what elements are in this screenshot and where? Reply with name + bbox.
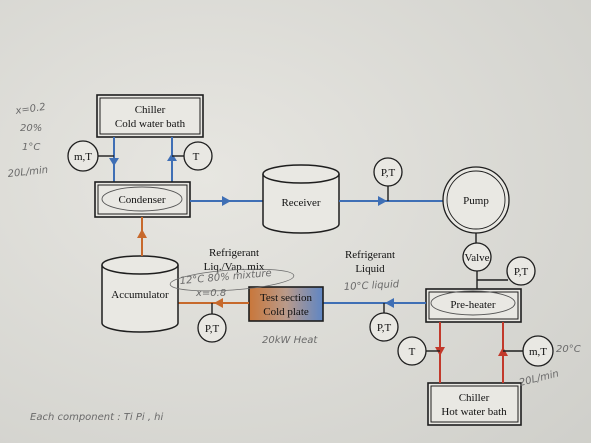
sensor-mT-cold-label: m,T: [74, 151, 92, 163]
accumulator: Accumulator: [101, 255, 179, 333]
hand-heat: 20kW Heat: [262, 335, 318, 346]
sensor-PT-receiver: P,T: [373, 157, 403, 201]
cold-water-return-arrow: [167, 153, 177, 161]
chiller-cold-label-1: Chiller: [135, 104, 166, 116]
mix-hand-circle: [169, 268, 295, 292]
sensor-PT-valve: P,T: [477, 256, 536, 286]
sensor-mT-hot-label: m,T: [529, 346, 547, 358]
pump-label: Pump: [463, 195, 489, 207]
arrow-accumulator-to-condenser: [137, 229, 147, 238]
sensor-PT-liquid: P,T: [369, 303, 399, 342]
hand-bottom-note: Each component : Ti Pi , hi: [30, 412, 164, 423]
sensor-T-hot: T: [397, 336, 440, 366]
chiller-hot-water-bath: Chiller Hot water bath: [427, 382, 522, 426]
sensor-PT-receiver-label: P,T: [381, 167, 396, 179]
sensor-T-cold: T: [172, 141, 213, 171]
valve-label: Valve: [464, 252, 489, 264]
hand-mix-quality: x=0.8: [195, 288, 226, 299]
hand-quality: x=0.2: [14, 102, 46, 117]
receiver-label: Receiver: [281, 197, 320, 209]
valve: Valve: [462, 242, 492, 272]
refrigerant-mix-label-1: Refrigerant: [209, 247, 259, 259]
sensor-T-hot-label: T: [409, 346, 416, 358]
handwritten-left-notes: x=0.2 20% 1°C 20L/min: [7, 102, 48, 180]
sensor-PT-mix: P,T: [197, 303, 227, 343]
test-section-label-1: Test section: [260, 292, 313, 304]
condenser-hand-circle: [101, 186, 183, 212]
arrow-condenser-to-receiver: [222, 196, 231, 206]
refrigerant-liquid-label-2: Liquid: [355, 263, 385, 275]
hand-liquid-note: 10°C liquid: [344, 279, 400, 293]
hand-temp: 1°C: [22, 142, 40, 153]
sensor-T-cold-label: T: [193, 151, 200, 163]
sensor-mT-hot: m,T: [503, 335, 554, 367]
condenser: Condenser: [94, 181, 191, 218]
preheater-hand-circle: [430, 290, 516, 316]
chiller-hot-label-1: Chiller: [459, 392, 490, 404]
preheater: Pre-heater: [425, 288, 522, 323]
chiller-hot-label-2: Hot water bath: [441, 406, 507, 418]
refrigerant-liquid-label-1: Refrigerant: [345, 249, 395, 261]
receiver: Receiver: [262, 164, 340, 234]
hand-hot-temp: 20°C: [556, 344, 581, 355]
chiller-cold-water-bath: Chiller Cold water bath: [96, 94, 204, 138]
chiller-cold-label-2: Cold water bath: [115, 118, 186, 130]
pump: Pump: [442, 166, 510, 234]
accumulator-label: Accumulator: [111, 289, 169, 301]
sensor-mT-cold: m,T: [67, 140, 114, 172]
test-section-cold-plate: Test section Cold plate: [248, 286, 324, 322]
sensor-PT-liquid-label: P,T: [377, 322, 392, 334]
hand-flow: 20L/min: [7, 165, 48, 180]
arrow-test-section-to-accumulator: [214, 298, 223, 308]
arrow-preheater-to-test-section: [385, 298, 394, 308]
condenser-label: Condenser: [118, 194, 165, 206]
sensor-PT-valve-label: P,T: [514, 266, 529, 278]
sensor-PT-mix-label: P,T: [205, 323, 220, 335]
preheater-label: Pre-heater: [450, 299, 496, 311]
refrigerant-mix-label-2: Liq./Vap. mix: [204, 261, 265, 273]
arrow-receiver-to-pump: [378, 196, 387, 206]
cold-water-supply-arrow: [109, 158, 119, 166]
hand-percent: 20%: [20, 123, 42, 134]
test-section-label-2: Cold plate: [263, 306, 309, 318]
